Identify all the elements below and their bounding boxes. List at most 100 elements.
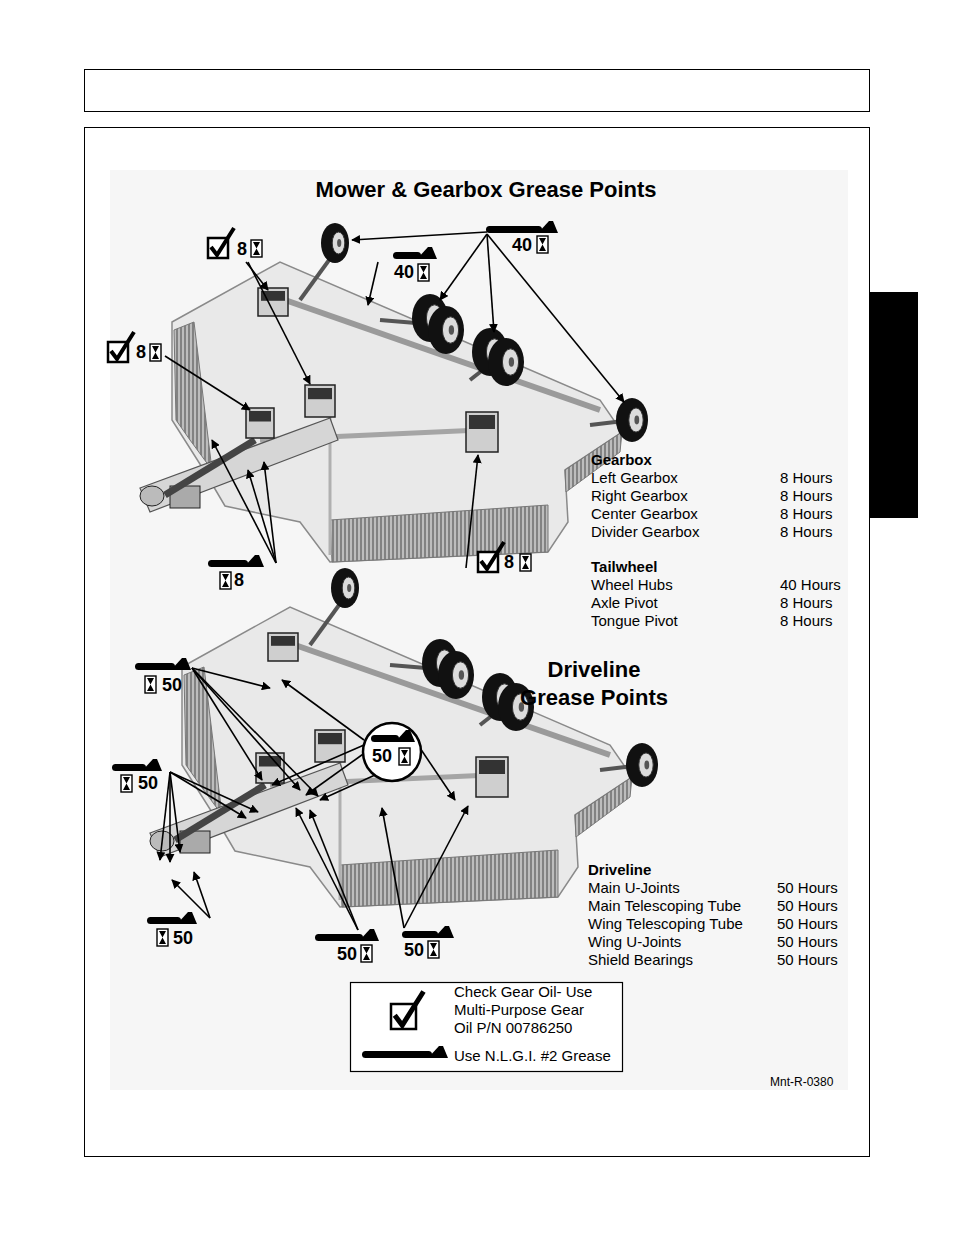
leader-arrow [192, 668, 262, 780]
tire [626, 743, 658, 787]
gearbox-top [271, 636, 295, 646]
tire [616, 398, 648, 442]
callout-circle: 50 [361, 721, 423, 783]
hourglass-sand [522, 556, 529, 569]
callout-number: 50 [162, 675, 182, 695]
gearbox [466, 412, 498, 452]
hub [449, 325, 454, 335]
table-cell: Divider Gearbox [591, 523, 699, 541]
rim [502, 349, 518, 375]
page-frame [85, 128, 870, 1157]
leader-arrow [368, 262, 378, 305]
table-cell: Wing Telescoping Tube [588, 915, 743, 933]
leader-arrow [272, 745, 364, 785]
gearbox-top [318, 733, 342, 744]
leader-arrow [248, 262, 310, 384]
table-cell: Axle Pivot [591, 594, 658, 612]
table-cell: Main U-Joints [588, 879, 680, 897]
callout-number: 8 [234, 570, 244, 590]
grease-nozzle-icon [395, 730, 415, 742]
callout-icons [108, 221, 558, 962]
gearbox [315, 730, 345, 762]
check-mark-icon [211, 228, 234, 255]
figure-ground [110, 170, 848, 1090]
leader-arrow [306, 752, 366, 795]
legend-text: Use N.L.G.I. #2 Grease [454, 1047, 611, 1065]
tire [331, 568, 359, 608]
table-cell: 40 Hours [780, 576, 841, 594]
leader-arrow [160, 772, 170, 860]
hourglass-sand [123, 777, 130, 790]
leader-arrow [212, 440, 276, 563]
hourglass-icon [145, 676, 156, 693]
hourglass-icon [537, 236, 548, 253]
driveshaft [165, 440, 255, 495]
mower-drawing [150, 568, 658, 907]
grease-nozzle-icon [142, 759, 162, 771]
hourglass-icon [418, 264, 429, 281]
hourglass-icon [157, 929, 168, 946]
legend-text: Check Gear Oil- Use Multi-Purpose Gear O… [454, 983, 606, 1037]
callout-number: 8 [136, 342, 146, 362]
callout-number: 50 [138, 773, 158, 793]
leader-arrow [282, 680, 364, 740]
callout-number: 40 [394, 262, 414, 282]
leader-arrow [192, 668, 270, 688]
tongue [150, 763, 348, 857]
figure-code: Mnt-R-0380 [770, 1075, 833, 1089]
hourglass-icon [150, 344, 161, 361]
leader-arrow [466, 455, 478, 568]
hourglass-icon [251, 240, 262, 257]
grease-gun-icon [147, 917, 181, 924]
leader-arrow [264, 462, 276, 563]
check-mark-icon [111, 332, 134, 359]
gearbox-top [308, 388, 332, 399]
section-heading: Driveline Grease Points [514, 656, 674, 712]
chain-guard [330, 505, 548, 562]
rim [452, 662, 468, 688]
table-cell: 50 Hours [777, 915, 838, 933]
grease-nozzle-icon [417, 247, 437, 259]
leader-arrow [192, 668, 318, 796]
hourglass-sand [253, 242, 260, 255]
check-mark-icon [395, 992, 424, 1026]
table-cell: Right Gearbox [591, 487, 688, 505]
check-mark-icon [481, 542, 504, 569]
table-cell: 8 Hours [780, 505, 833, 523]
leader-arrow [440, 234, 487, 300]
tire [321, 223, 349, 263]
rim [342, 577, 355, 599]
hourglass-sand [363, 947, 370, 960]
leader-arrow [352, 232, 487, 240]
hourglass-sand [222, 574, 229, 587]
gearbox-top [249, 411, 271, 422]
callout-number: 40 [512, 235, 532, 255]
leader-arrow [192, 668, 300, 790]
table-heading: Gearbox [591, 451, 652, 469]
hourglass-icon [361, 945, 372, 962]
callout-number: 50 [173, 928, 193, 948]
tire [428, 306, 464, 354]
circle-border [363, 723, 421, 781]
rim [639, 753, 653, 777]
grease-gun-icon [208, 560, 248, 567]
grease-gun-icon [486, 226, 542, 233]
gearbox [305, 385, 335, 417]
driveshaft [175, 785, 265, 840]
table-cell: 8 Hours [780, 523, 833, 541]
leader-arrow [310, 810, 358, 930]
hourglass-sand [420, 266, 427, 279]
grease-nozzle-icon [434, 926, 454, 938]
hourglass-sand [159, 931, 166, 944]
hub [509, 357, 514, 367]
table-cell: 50 Hours [777, 897, 838, 915]
header-box [85, 70, 870, 112]
callout-number: 50 [372, 746, 392, 766]
leader-arrow [170, 772, 180, 852]
leader-arrow [248, 470, 276, 563]
hourglass-sand [430, 943, 437, 956]
hourglass-sand [401, 750, 408, 763]
legend-box [351, 983, 623, 1072]
hourglass-icon [220, 572, 231, 589]
